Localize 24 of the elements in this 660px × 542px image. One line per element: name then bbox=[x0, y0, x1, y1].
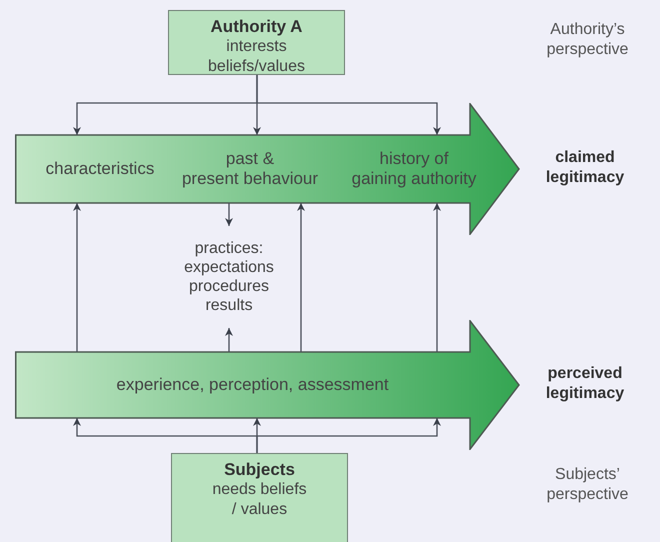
perspective-label: Subjects’ perspective bbox=[546, 465, 630, 505]
legitimacy-label: perceived legitimacy bbox=[544, 364, 626, 404]
arrow bbox=[225, 328, 233, 352]
arrow bbox=[297, 203, 305, 352]
subjects-box bbox=[171, 453, 348, 542]
arrow-text: past & present behaviour bbox=[180, 148, 320, 190]
arrow bbox=[256, 75, 441, 135]
perspective-label: Authority’s perspective bbox=[546, 20, 630, 60]
arrow bbox=[433, 203, 441, 352]
authority-box bbox=[168, 10, 345, 75]
box-heading: Authority A bbox=[210, 17, 302, 38]
arrow bbox=[73, 203, 81, 352]
arrow-text: characteristics bbox=[46, 158, 154, 180]
box-body: needs beliefs / values bbox=[211, 480, 308, 519]
legitimacy-label: claimed legitimacy bbox=[544, 148, 626, 188]
box-body: interests beliefs/values bbox=[207, 37, 306, 76]
perceived-legitimacy-arrow bbox=[15, 320, 520, 450]
box-heading: Subjects bbox=[224, 460, 295, 480]
practices-text: practices: expectations procedures results bbox=[183, 238, 275, 316]
arrow-text: experience, perception, assessment bbox=[115, 374, 390, 396]
arrow-text: history of gaining authority bbox=[350, 148, 478, 190]
claimed-legitimacy-arrow bbox=[15, 103, 520, 235]
arrow bbox=[256, 418, 441, 453]
arrow bbox=[225, 203, 233, 226]
